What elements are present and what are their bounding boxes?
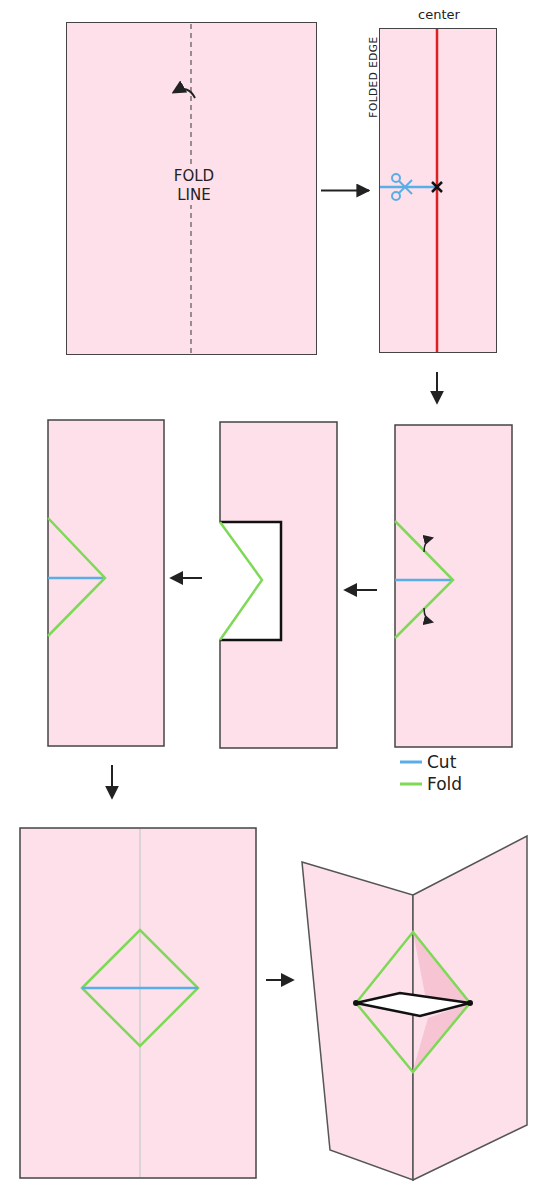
- fold-line: [356, 932, 470, 1072]
- step-arrow: [111, 765, 113, 797]
- paper-sheet: [220, 422, 337, 748]
- fold-arrow: [174, 89, 195, 98]
- popup-opening: [356, 993, 470, 1016]
- fold-arrow: [424, 538, 432, 552]
- flap-outline: [220, 522, 281, 640]
- scissors-symbol: [392, 174, 412, 200]
- fold-line: [82, 930, 198, 1046]
- cut-line: [82, 987, 198, 990]
- step-arrow: [436, 372, 438, 402]
- corner-dot: [467, 1000, 473, 1006]
- step-arrow: [321, 190, 369, 192]
- step-arrow: [172, 577, 202, 579]
- folded-sheet: [379, 28, 497, 353]
- paper-sheet: [66, 22, 317, 355]
- cut-line: [48, 577, 105, 580]
- legend-swatch: [398, 778, 424, 790]
- fold-line: [220, 522, 262, 640]
- paper-sheet: [395, 425, 512, 747]
- legend-text: Cut: [427, 752, 456, 772]
- fold-line: [48, 518, 105, 636]
- open-card: [20, 828, 256, 1178]
- center-line: [436, 28, 439, 353]
- card-panel: [302, 862, 413, 1180]
- step-arrow: [346, 589, 377, 591]
- fold-arrow: [424, 608, 432, 622]
- legend-swatch: [398, 756, 424, 768]
- legend-row: Cut: [398, 752, 456, 772]
- legend-text: Fold: [427, 774, 462, 794]
- step-label: center: [408, 7, 470, 23]
- paper-sheet: [48, 420, 164, 746]
- fold-line: [395, 521, 453, 638]
- cut-line: [395, 579, 453, 582]
- legend-row: Fold: [398, 774, 462, 794]
- paper-sheet: FOLD LINE: [66, 22, 317, 355]
- cut-line: [379, 186, 437, 189]
- folded-sheet: FOLDED EDGEcenter: [379, 28, 497, 353]
- step-arrow: [266, 979, 292, 981]
- corner-dot: [353, 1000, 359, 1006]
- center-crease: [139, 829, 141, 1177]
- x-mark: [432, 182, 442, 192]
- step-label: FOLDED EDGE: [367, 32, 379, 122]
- step-label: FOLD LINE: [170, 167, 218, 205]
